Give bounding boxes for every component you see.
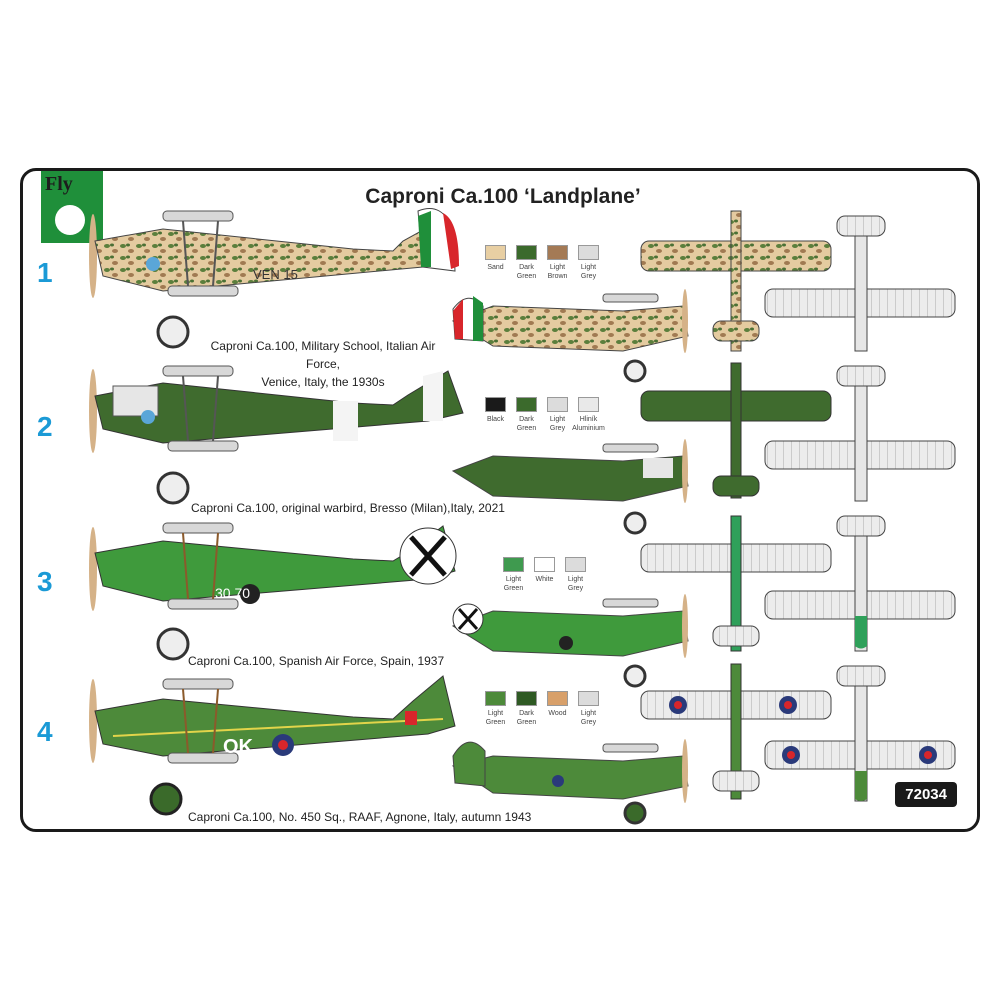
color-chip	[503, 557, 524, 572]
color-chip	[547, 691, 568, 706]
color-swatch: Light Green	[501, 557, 526, 593]
scheme-2-top-views	[640, 362, 956, 502]
scheme-3-side-view-small	[451, 594, 689, 688]
color-swatch: Light Brown	[545, 245, 570, 281]
scheme-1-caption: Caproni Ca.100, Military School, Italian…	[193, 337, 453, 391]
color-chip-label: Light Grey	[580, 264, 597, 280]
scheme-3-top-views	[640, 515, 956, 652]
color-chip-label: Dark Green	[516, 710, 537, 726]
color-chip-label: Light Green	[503, 576, 524, 592]
scheme-number-1: 1	[37, 257, 53, 288]
scheme-number-4: 4	[37, 716, 53, 747]
color-chip-label: Dark Green	[516, 264, 537, 280]
scheme-number-2: 2	[37, 411, 53, 442]
scheme-1-caption-line2: Venice, Italy, the 1930s	[261, 375, 385, 389]
scheme-4-marking: OK	[223, 736, 254, 758]
color-chip	[485, 397, 506, 412]
color-swatch: Black	[483, 397, 508, 433]
color-chip	[485, 245, 506, 260]
color-swatch: Sand	[483, 245, 508, 281]
color-chip-label: Light Grey	[567, 576, 584, 592]
color-chip	[578, 245, 599, 260]
color-swatch: Dark Green	[514, 397, 539, 433]
color-chip-label: Hliník Aluminium	[572, 416, 605, 432]
scheme-1-side-view-small	[451, 289, 689, 383]
color-swatch: Light Grey	[545, 397, 570, 433]
color-chip-label: Sand	[487, 264, 504, 271]
scheme-2-side-view	[89, 365, 464, 505]
logo-emblem-icon	[55, 205, 85, 235]
scheme-4-top-views	[640, 663, 956, 802]
color-swatch: Light Grey	[576, 245, 601, 281]
color-chip	[547, 397, 568, 412]
instruction-sheet: Fly Caproni Ca.100 ‘Landplane’ 1 2 3 4	[20, 168, 980, 832]
logo-text: Fly	[45, 173, 73, 195]
color-swatch: Hliník Aluminium	[572, 397, 605, 433]
color-chip	[516, 691, 537, 706]
fly-logo: Fly	[41, 171, 103, 243]
scheme-1-top-views	[640, 210, 956, 352]
color-swatch: Light Grey	[563, 557, 588, 593]
color-swatch: Light Grey	[576, 691, 601, 727]
scheme-2-side-view-small	[451, 439, 689, 535]
color-chip	[516, 397, 537, 412]
scheme-4-side-view-small	[451, 739, 689, 825]
color-swatch: White	[532, 557, 557, 593]
scheme-3-color-chips: Light Green White Light Grey	[501, 557, 588, 593]
scheme-number-3: 3	[37, 566, 53, 597]
scheme-1-caption-line1: Caproni Ca.100, Military School, Italian…	[210, 339, 436, 371]
color-chip-label: Light Brown	[547, 264, 568, 280]
color-chip	[516, 245, 537, 260]
scheme-3-side-view: 30 70	[89, 522, 457, 661]
scheme-4-side-view: OK	[89, 675, 456, 816]
color-chip	[578, 691, 599, 706]
color-chip-label: Light Grey	[549, 416, 566, 432]
scheme-1-side-view: VEN 15	[89, 208, 459, 349]
color-chip-label: Dark Green	[516, 416, 537, 432]
product-code-badge: 72034	[895, 782, 957, 807]
scheme-3-marking: 30 70	[215, 585, 250, 601]
color-chip	[565, 557, 586, 572]
color-swatch: Wood	[545, 691, 570, 727]
color-chip-label: Light Grey	[580, 710, 597, 726]
color-chip	[485, 691, 506, 706]
scheme-4-caption: Caproni Ca.100, No. 450 Sq., RAAF, Agnon…	[188, 810, 532, 824]
scheme-1-color-chips: Sand Dark Green Light Brown Light Grey	[483, 245, 601, 281]
color-chip	[547, 245, 568, 260]
color-chip	[534, 557, 555, 572]
color-swatch: Light Green	[483, 691, 508, 727]
page-title: Caproni Ca.100 ‘Landplane’	[365, 185, 641, 208]
color-swatch: Dark Green	[514, 245, 539, 281]
color-swatch: Dark Green	[514, 691, 539, 727]
color-chip-label: White	[535, 576, 554, 583]
scheme-1-marking: VEN 15	[253, 267, 298, 282]
aircraft-drawings: VEN 15	[89, 208, 956, 825]
scheme-3-caption: Caproni Ca.100, Spanish Air Force, Spain…	[188, 654, 445, 668]
color-chip	[578, 397, 599, 412]
color-chip-label: Light Green	[485, 710, 506, 726]
scheme-2-color-chips: Black Dark Green Light Grey Hliník Aluminiu…	[483, 397, 605, 433]
scheme-4-color-chips: Light Green Dark Green Wood Light Grey	[483, 691, 601, 727]
color-chip-label: Wood	[548, 710, 567, 717]
scheme-2-caption: Caproni Ca.100, original warbird, Bresso…	[191, 501, 505, 515]
color-chip-label: Black	[486, 416, 505, 423]
